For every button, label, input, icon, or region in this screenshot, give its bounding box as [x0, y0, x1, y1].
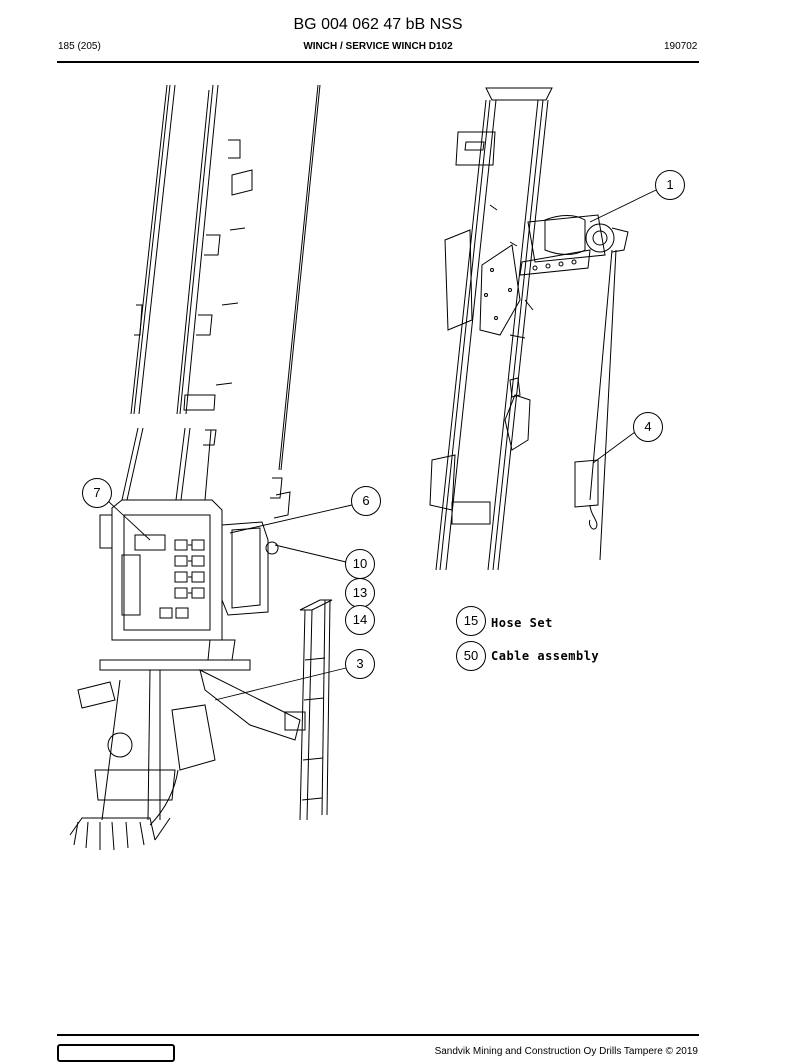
base-assembly [69, 659, 301, 851]
side-ladder [284, 599, 333, 821]
legend-text-cable-assembly: Cable assembly [491, 649, 600, 663]
left-mast-lower [121, 427, 291, 519]
legend-number-50: 50 [456, 641, 486, 671]
copyright-text: Sandvik Mining and Construction Oy Drill… [434, 1046, 698, 1057]
callout-4: 4 [633, 412, 663, 442]
callout-7: 7 [82, 478, 112, 508]
revision-date: 190702 [664, 41, 698, 52]
page-title: WINCH / SERVICE WINCH D102 [303, 41, 453, 52]
callout-3: 3 [345, 649, 375, 679]
callout-1: 1 [655, 170, 685, 200]
right-mast [429, 87, 629, 571]
valve-block [99, 499, 279, 661]
company-logo [57, 1044, 175, 1062]
document-id: BG 004 062 47 bB NSS [293, 16, 463, 33]
page-number: 185 (205) [58, 41, 101, 52]
callout-14: 14 [345, 605, 375, 635]
legend-number-15: 15 [456, 606, 486, 636]
footer-rule [57, 1034, 699, 1036]
callout-6: 6 [351, 486, 381, 516]
left-mast-upper [130, 84, 321, 471]
header-rule [57, 61, 699, 63]
callout-13: 13 [345, 578, 375, 608]
legend-text-hose-set: Hose Set [491, 616, 553, 630]
callout-10: 10 [345, 549, 375, 579]
leader-lines [107, 189, 657, 701]
